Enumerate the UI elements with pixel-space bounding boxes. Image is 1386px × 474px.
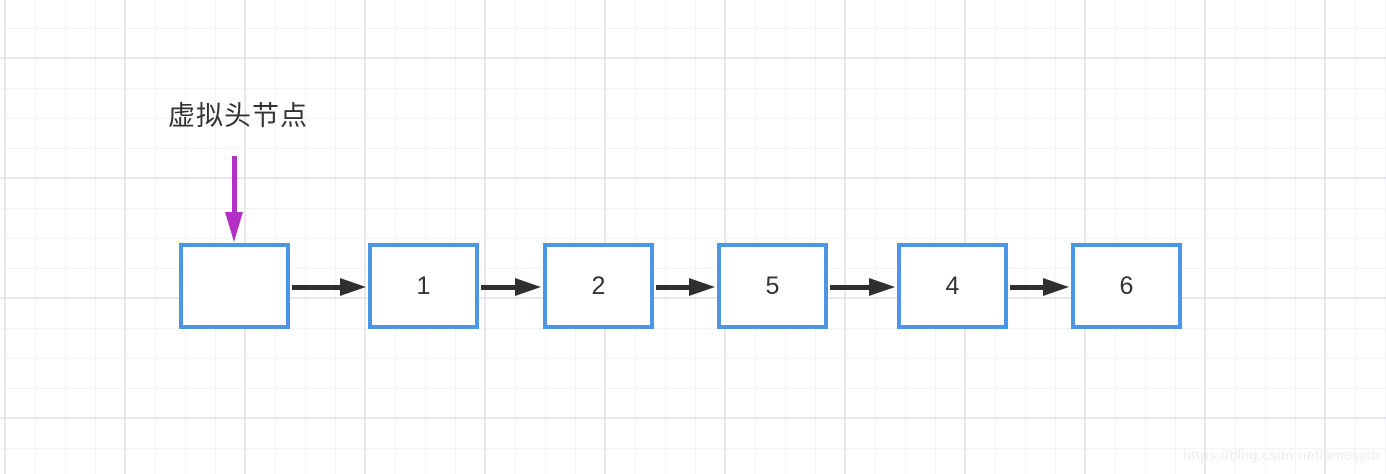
pointer-arrowhead-icon: [225, 212, 243, 242]
arrow-shaft: [1010, 285, 1047, 290]
arrow-shaft: [830, 285, 873, 290]
list-node-4: 4: [897, 243, 1008, 329]
list-node-1: 1: [368, 243, 479, 329]
dummy-head-node: [179, 243, 290, 329]
list-node-5: 5: [717, 243, 828, 329]
arrow-shaft: [292, 285, 344, 290]
arrowhead-icon: [515, 278, 541, 296]
arrowhead-icon: [689, 278, 715, 296]
list-node-2: 2: [543, 243, 654, 329]
watermark: https://blog.csdn.net/amosjob: [1183, 447, 1380, 463]
arrow-shaft: [656, 285, 693, 290]
arrow-shaft: [481, 285, 519, 290]
arrowhead-icon: [340, 278, 366, 296]
list-node-6: 6: [1071, 243, 1182, 329]
pointer-arrow-shaft: [232, 156, 237, 213]
arrowhead-icon: [1043, 278, 1069, 296]
dummy-head-label: 虚拟头节点: [168, 101, 308, 131]
arrowhead-icon: [869, 278, 895, 296]
